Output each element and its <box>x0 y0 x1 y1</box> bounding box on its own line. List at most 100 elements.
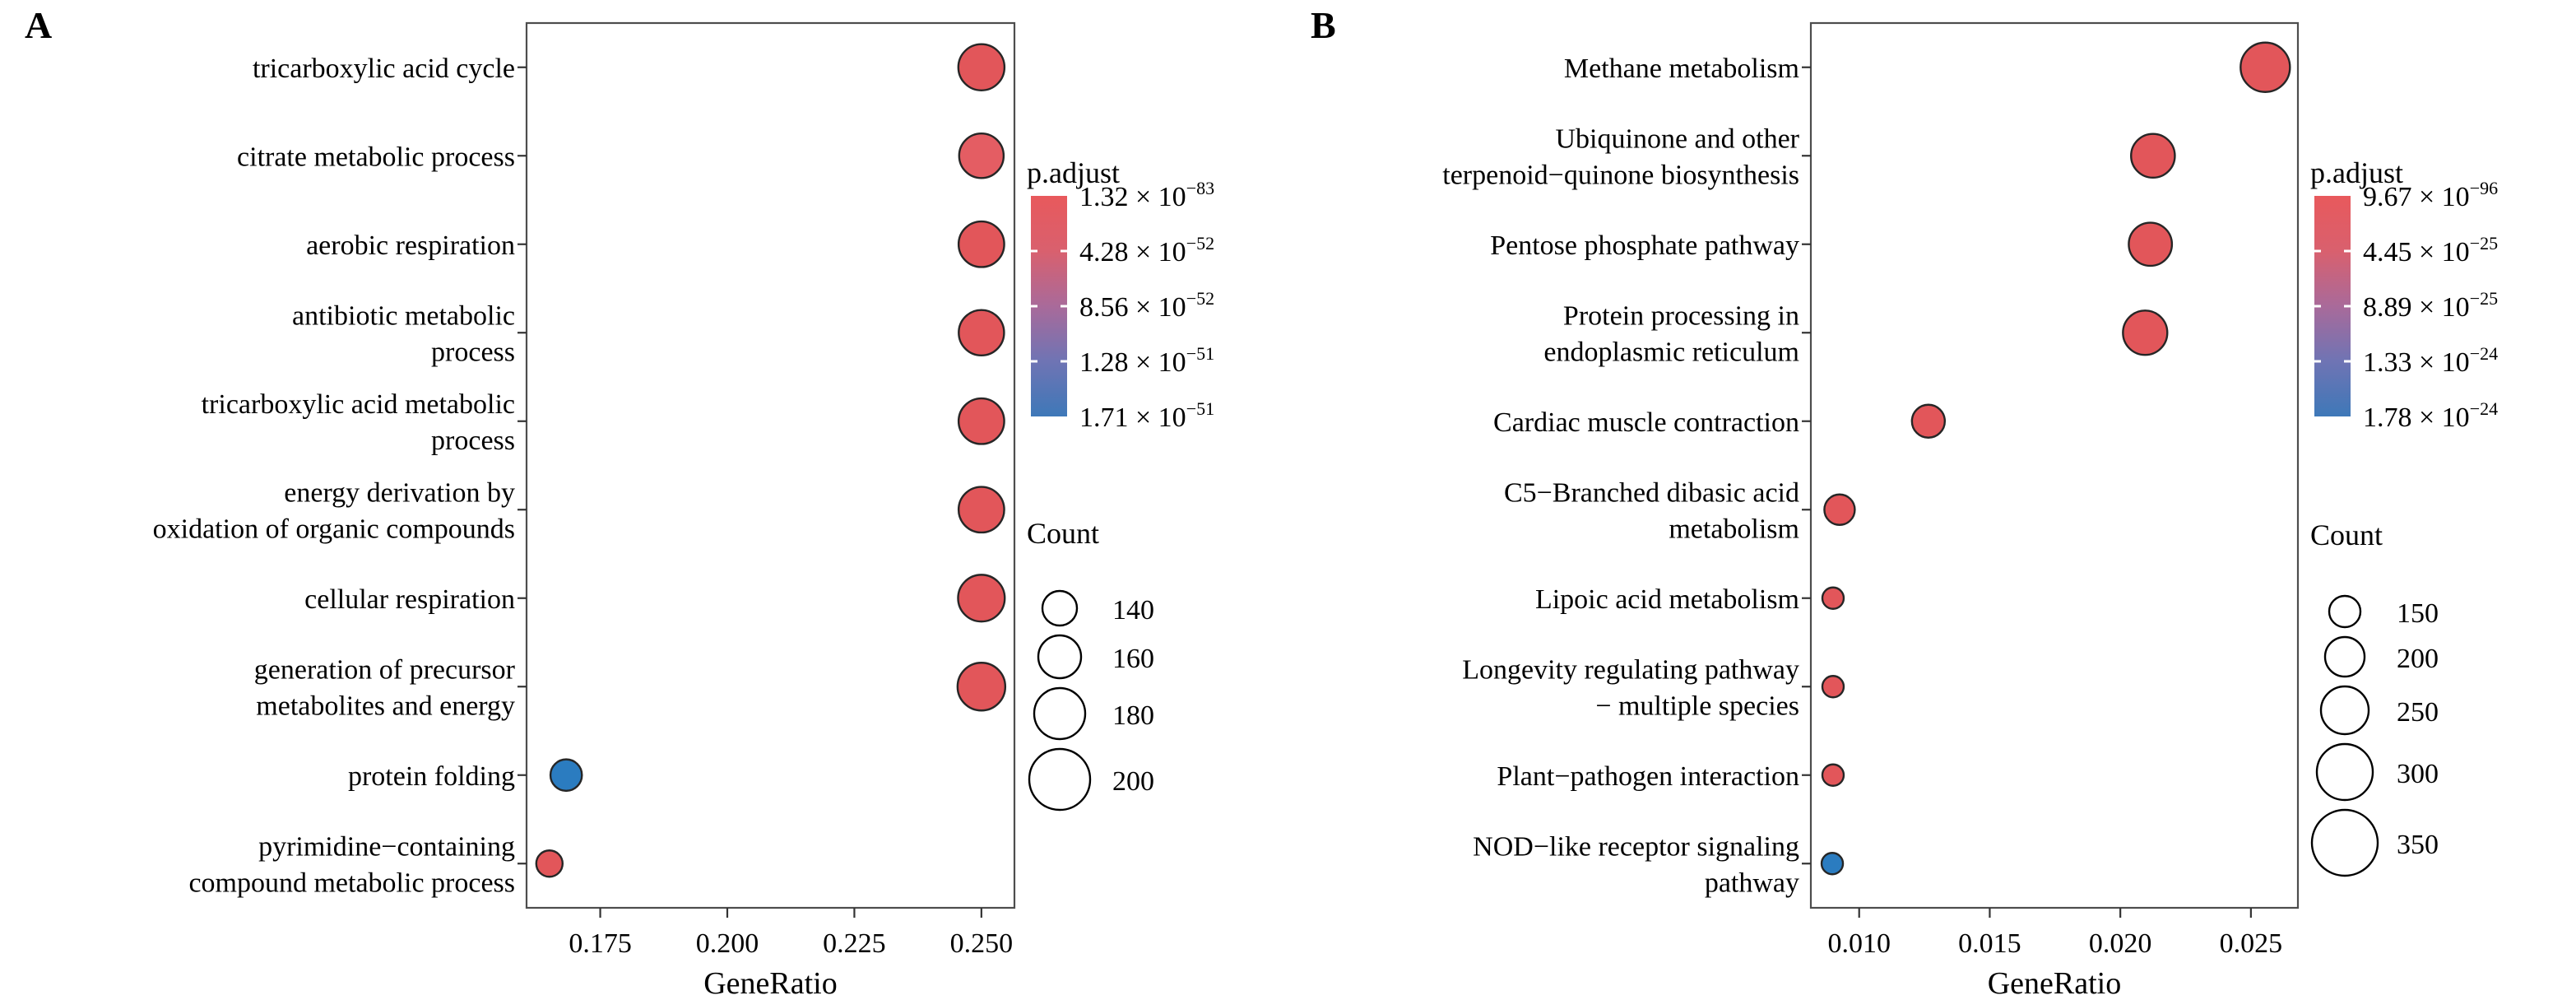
panel-a: A 0.175 0.200 0.225 0.250 tricarboxylic aci… <box>25 4 1214 1000</box>
data-point <box>957 220 1005 268</box>
size-legend-label: 180 <box>1112 700 1154 731</box>
x-tick-label: 0.025 <box>2220 928 2283 959</box>
color-legend-label: 1.78 × 10−24 <box>2363 398 2498 433</box>
panel-a-data-points <box>535 43 1007 878</box>
size-legend-label: 200 <box>2397 644 2439 674</box>
color-legend-label: 1.33 × 10−24 <box>2363 343 2498 378</box>
panel-a-frame <box>525 21 1016 909</box>
x-tick-label: 0.225 <box>823 928 886 959</box>
size-legend-label: 160 <box>1112 644 1154 674</box>
data-point <box>1821 763 1845 787</box>
x-axis-title: GeneRatio <box>1988 966 2122 1000</box>
data-point <box>549 758 583 793</box>
color-legend-label: 4.28 × 10−52 <box>1079 233 1214 267</box>
size-legend-circle <box>1041 589 1079 627</box>
panel-b-canvas: 0.010 0.015 0.020 0.025 Methane metabolismU… <box>1442 21 2498 1000</box>
color-legend-label: 1.32 × 10−83 <box>1079 178 1214 212</box>
data-point <box>958 133 1005 179</box>
category-label: citrate metabolic process <box>237 142 515 172</box>
size-legend-circle <box>1028 747 1092 812</box>
size-legend-circle <box>2310 808 2379 877</box>
panel-b-size-legend: Count 150 200 250 300 350 <box>2310 519 2439 877</box>
panel-b-frame <box>1809 21 2300 909</box>
panel-a-x-axis-title: GeneRatio <box>703 966 838 1000</box>
panel-a-category-labels: tricarboxylic acid cycle citrate metaboli… <box>153 53 527 898</box>
size-legend-circle <box>1033 686 1087 741</box>
color-legend-title: p.adjust <box>2310 156 2403 189</box>
category-label: aerobic respiration <box>306 230 515 261</box>
color-legend-label: 8.56 × 10−52 <box>1079 288 1214 323</box>
data-point <box>957 397 1005 445</box>
size-legend-label: 350 <box>2397 830 2439 860</box>
size-legend-circle <box>1037 634 1083 680</box>
data-point <box>1823 493 1856 526</box>
category-label: Lipoic acid metabolism <box>1535 584 1799 615</box>
category-label: Methane metabolism <box>1564 53 1799 84</box>
data-point <box>2128 221 2174 267</box>
color-legend-label: 1.71 × 10−51 <box>1079 398 1214 433</box>
size-legend-circle <box>2319 685 2370 736</box>
x-tick-label: 0.175 <box>569 928 632 959</box>
size-legend-label: 200 <box>1112 766 1154 797</box>
color-legend-title: p.adjust <box>1027 156 1120 189</box>
size-legend-label: 250 <box>2397 697 2439 728</box>
size-legend-title: Count <box>1027 517 1099 550</box>
panel-b-letter: B <box>1311 4 1336 46</box>
size-legend-label: 140 <box>1112 595 1154 626</box>
x-tick-label: 0.020 <box>2089 928 2152 959</box>
data-point <box>957 486 1005 534</box>
data-point <box>957 574 1006 623</box>
data-point <box>2122 309 2169 356</box>
x-tick-label: 0.200 <box>696 928 759 959</box>
x-tick-label: 0.015 <box>1958 928 2021 959</box>
category-label: Plant−pathogen interaction <box>1497 761 1799 792</box>
size-legend-circle <box>2328 594 2362 629</box>
panel-b: B 0.010 0.015 0.020 0.025 Methane metabolis… <box>1288 0 2576 1000</box>
data-point <box>535 849 564 878</box>
category-label: Cardiac muscle contraction <box>1493 407 1799 438</box>
category-label: Pentose phosphate pathway <box>1490 230 1799 261</box>
data-point <box>958 309 1005 356</box>
panel-b-x-ticks: 0.010 0.015 0.020 0.025 <box>1827 908 2282 959</box>
color-legend-label: 8.89 × 10−25 <box>2363 288 2498 323</box>
size-legend-label: 150 <box>2397 598 2439 629</box>
data-point <box>1820 852 1845 876</box>
panel-a-letter: A <box>25 4 53 46</box>
color-legend-label: 4.45 × 10−25 <box>2363 233 2498 267</box>
panel-b-x-axis-title: GeneRatio <box>1988 966 2122 1000</box>
category-label: tricarboxylic acid cycle <box>253 53 515 84</box>
category-label: cellular respiration <box>304 584 515 615</box>
x-axis-title: GeneRatio <box>703 966 838 1000</box>
data-point <box>956 662 1007 712</box>
panel-a-x-ticks: 0.175 0.200 0.225 0.250 <box>569 908 1013 959</box>
size-legend-circle <box>2315 742 2374 802</box>
category-label: protein folding <box>348 761 515 792</box>
size-legend-circle <box>2323 635 2366 678</box>
data-point <box>2130 133 2176 179</box>
x-tick-label: 0.010 <box>1827 928 1891 959</box>
size-legend-label: 300 <box>2397 759 2439 789</box>
panel-a-size-legend: Count 140 160 180 200 <box>1027 517 1154 812</box>
data-point <box>1821 586 1845 610</box>
size-legend-title: Count <box>2310 519 2383 551</box>
panel-b-data-points <box>1820 41 2291 876</box>
x-tick-label: 0.250 <box>950 928 1014 959</box>
category-label: Longevity regulating pathway− multiple s… <box>1462 654 1799 721</box>
color-legend-label: 1.28 × 10−51 <box>1079 343 1214 378</box>
data-point <box>1821 675 1845 699</box>
panel-a-canvas: 0.175 0.200 0.225 0.250 tricarboxylic acid … <box>153 21 1214 1000</box>
color-legend-label: 9.67 × 10−96 <box>2363 178 2498 212</box>
